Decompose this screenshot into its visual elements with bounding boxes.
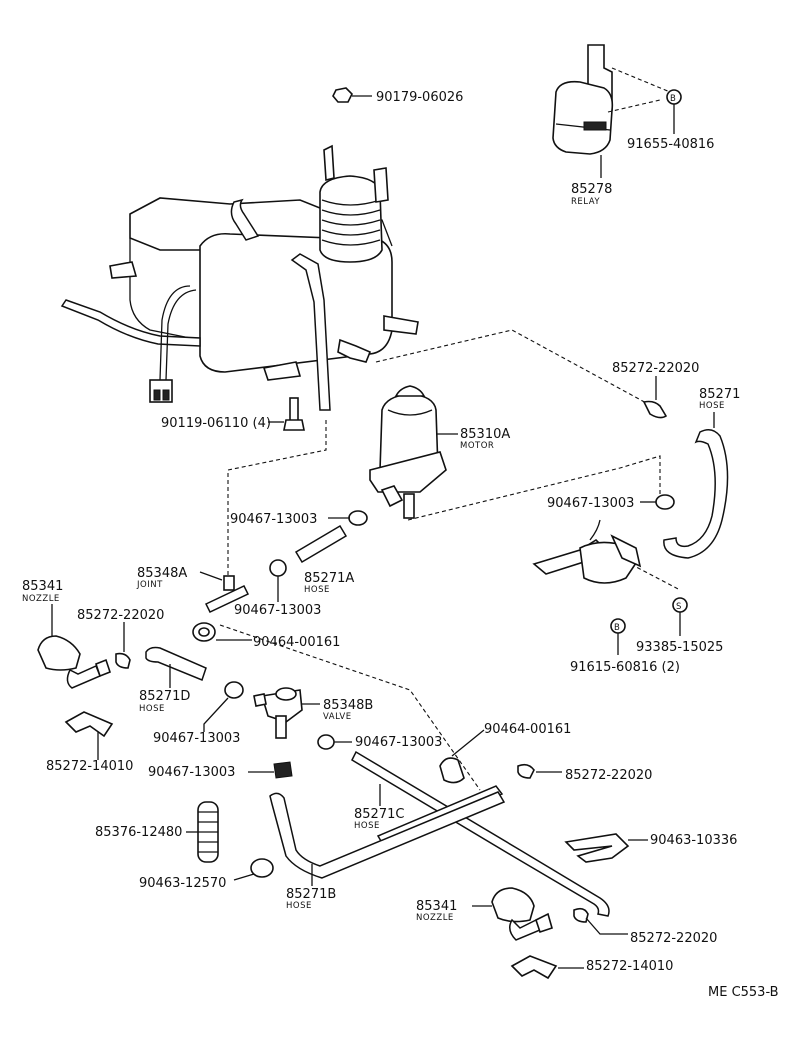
caption-hose-85271D: HOSE bbox=[139, 704, 165, 714]
caption-valve: VALVE bbox=[323, 712, 352, 722]
label-93385-15025: 93385-15025 bbox=[636, 640, 723, 655]
caption-hose-85271A: HOSE bbox=[304, 585, 330, 595]
nut-90179 bbox=[332, 87, 372, 103]
label-85272-14010-b: 85272-14010 bbox=[586, 959, 673, 974]
hose-85271B bbox=[269, 791, 506, 879]
label-85271C: 85271C bbox=[354, 807, 404, 822]
caption-relay: RELAY bbox=[571, 197, 600, 207]
label-85310A: 85310A bbox=[460, 427, 510, 442]
clip-85272-c bbox=[517, 763, 562, 779]
caption-hose-85271C: HOSE bbox=[354, 821, 380, 831]
label-90467-13003-a: 90467-13003 bbox=[230, 512, 317, 527]
label-90179-06026: 90179-06026 bbox=[376, 90, 463, 105]
caption-joint: JOINT bbox=[136, 580, 163, 590]
label-91615-60816: 91615-60816 (2) bbox=[570, 660, 680, 675]
clip-85272-14010-a bbox=[64, 711, 114, 760]
label-90467-13003-b: 90467-13003 bbox=[547, 496, 634, 511]
hose-85271A bbox=[294, 510, 368, 564]
label-85341-b: 85341 bbox=[416, 899, 457, 914]
caption-hose-85271B: HOSE bbox=[286, 901, 312, 911]
hose-85271D bbox=[145, 646, 207, 681]
label-85271B: 85271B bbox=[286, 887, 336, 902]
label-85272-14010-a: 85272-14010 bbox=[46, 759, 133, 774]
marker-b-relay: B bbox=[670, 94, 676, 104]
label-90463-12570: 90463-12570 bbox=[139, 876, 226, 891]
bracket-assembly bbox=[532, 519, 688, 634]
bolt-90119 bbox=[268, 397, 305, 431]
label-91655-40816: 91655-40816 bbox=[627, 137, 714, 152]
label-85271D: 85271D bbox=[139, 689, 190, 704]
nozzle-85341-a bbox=[37, 635, 111, 689]
label-85272-22020-b: 85272-22020 bbox=[77, 608, 164, 623]
label-85376-12480: 85376-12480 bbox=[95, 825, 182, 840]
clamp-90464-b bbox=[439, 729, 485, 784]
label-90467-13003-c: 90467-13003 bbox=[234, 603, 321, 618]
clip-90463-10336 bbox=[564, 833, 648, 863]
caption-nozzle-b: NOZZLE bbox=[416, 913, 454, 923]
marker-b-bracket: B bbox=[614, 623, 620, 633]
label-90467-13003-e: 90467-13003 bbox=[148, 765, 235, 780]
clamp-90467-f bbox=[317, 734, 352, 750]
marker-s: S bbox=[676, 602, 682, 612]
valve-85348B bbox=[253, 687, 303, 739]
hose-85376 bbox=[186, 801, 219, 863]
label-85348B: 85348B bbox=[323, 698, 373, 713]
clamp-90464-a bbox=[192, 622, 252, 642]
caption-hose-85271: HOSE bbox=[699, 401, 725, 411]
label-90467-13003-d: 90467-13003 bbox=[153, 731, 240, 746]
label-85278: 85278 bbox=[571, 182, 612, 197]
clamp-90467-e bbox=[248, 761, 293, 779]
clamp-90467-c bbox=[269, 559, 287, 602]
hose-85271 bbox=[663, 429, 729, 559]
clip-85272-d bbox=[573, 907, 628, 935]
joint-85348A bbox=[204, 575, 250, 613]
clamp-90463-12570 bbox=[233, 858, 274, 881]
label-90464-00161-b: 90464-00161 bbox=[484, 722, 571, 737]
clamp-90467-d bbox=[203, 681, 244, 732]
label-85341-a: 85341 bbox=[22, 579, 63, 594]
label-85348A: 85348A bbox=[137, 566, 187, 581]
label-85272-22020-a: 85272-22020 bbox=[612, 361, 699, 376]
relay-assembly bbox=[552, 44, 682, 155]
label-90464-00161-a: 90464-00161 bbox=[253, 635, 340, 650]
pump-motor-85310A bbox=[369, 385, 447, 519]
clip-85272-b bbox=[115, 622, 131, 669]
label-90119-06110: 90119-06110 (4) bbox=[161, 416, 271, 431]
clamp-90467-b bbox=[640, 494, 675, 510]
label-90467-13003-f: 90467-13003 bbox=[355, 735, 442, 750]
nozzle-85341-b bbox=[491, 887, 553, 941]
label-85272-22020-d: 85272-22020 bbox=[630, 931, 717, 946]
caption-motor: MOTOR bbox=[460, 441, 494, 451]
caption-nozzle-a: NOZZLE bbox=[22, 594, 60, 604]
label-85272-22020-c: 85272-22020 bbox=[565, 768, 652, 783]
clip-85272-a bbox=[642, 376, 668, 419]
label-85271: 85271 bbox=[699, 387, 740, 402]
label-85271A: 85271A bbox=[304, 571, 354, 586]
label-90463-10336: 90463-10336 bbox=[650, 833, 737, 848]
clip-85272-14010-b bbox=[510, 955, 584, 980]
diagram-code: ME C553-B bbox=[708, 985, 779, 1000]
washer-tank bbox=[60, 144, 419, 411]
